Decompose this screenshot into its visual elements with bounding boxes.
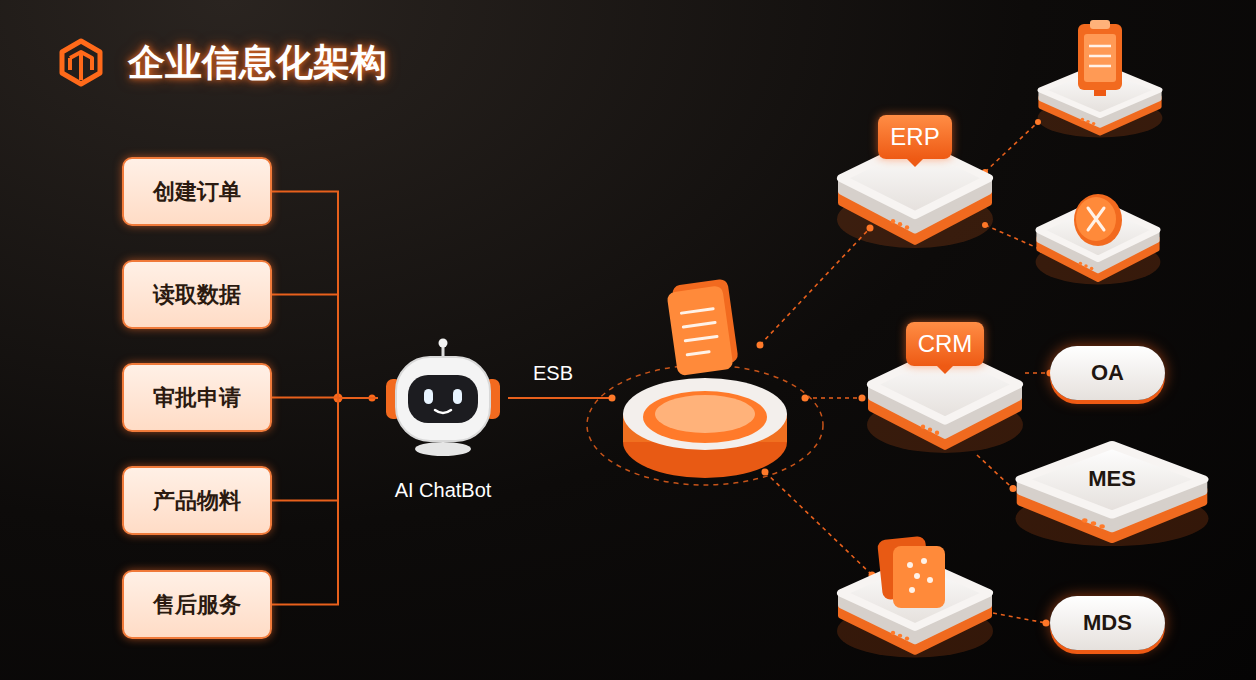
platform-shape <box>1013 440 1211 548</box>
connector <box>272 398 378 501</box>
connector <box>272 192 378 399</box>
tool-platform <box>1036 194 1161 284</box>
connector <box>272 295 378 399</box>
chatbot-label: AI ChatBot <box>378 479 508 502</box>
connector <box>1025 372 1050 374</box>
system-label: MDS <box>1083 610 1132 636</box>
system-platform: MES <box>1013 440 1211 548</box>
clipboard-platform <box>1038 20 1163 138</box>
link-dots <box>757 119 1050 627</box>
title: 企业信息化架构 <box>128 38 387 88</box>
connector <box>977 455 1013 489</box>
action-box: 售后服务 <box>122 570 272 639</box>
action-box: 产品物料 <box>122 466 272 535</box>
action-label: 审批申请 <box>153 383 241 413</box>
esb-bus-line <box>508 395 616 402</box>
action-box: 读取数据 <box>122 260 272 329</box>
esb-hub <box>587 278 823 485</box>
action-label: 创建订单 <box>153 177 241 207</box>
system-tag: ERP <box>878 115 951 159</box>
action-label: 产品物料 <box>153 486 241 516</box>
system-label: OA <box>1091 360 1124 386</box>
hub-links <box>760 122 1046 623</box>
action-box: 创建订单 <box>122 157 272 226</box>
robot-icon <box>378 335 508 457</box>
action-label: 售后服务 <box>153 590 241 620</box>
system-label: MES <box>1013 466 1211 492</box>
system-pill: OA <box>1050 346 1165 400</box>
connector-dot <box>1010 485 1017 492</box>
system-pill: MDS <box>1050 596 1165 650</box>
action-box: 审批申请 <box>122 363 272 432</box>
system-tag: CRM <box>906 322 985 366</box>
system-platform: CRM <box>865 322 1025 455</box>
logo-icon <box>62 41 100 84</box>
bus-label: ESB <box>533 362 573 385</box>
action-label: 读取数据 <box>153 280 241 310</box>
chatbot-node: AI ChatBot <box>378 335 508 510</box>
connector <box>272 398 378 605</box>
system-platform: ERP <box>835 115 995 250</box>
data-platform <box>837 536 993 658</box>
